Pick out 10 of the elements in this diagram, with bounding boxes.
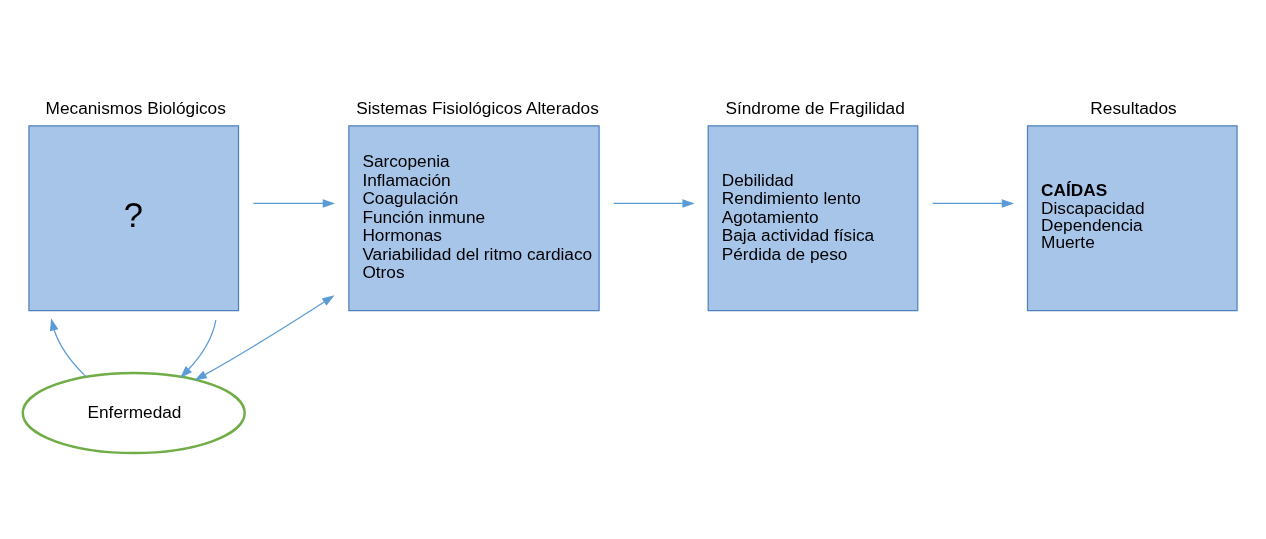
node-label: Sistemas Fisiológicos Alterados: [356, 97, 599, 118]
arrow: [180, 319, 217, 378]
arrow: [194, 294, 335, 380]
arrow: [49, 317, 87, 377]
arrow: [932, 198, 1015, 208]
node-label: Síndrome de Fragilidad: [725, 97, 905, 118]
node-label: Resultados: [1090, 97, 1177, 118]
arrow: [252, 198, 336, 208]
node-label: Mecanismos Biológicos: [45, 97, 226, 118]
arrow: [613, 198, 695, 208]
